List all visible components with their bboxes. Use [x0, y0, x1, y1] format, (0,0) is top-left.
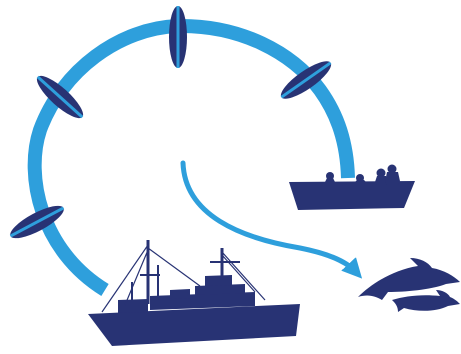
net-cycle-arc: [27, 18, 355, 296]
dolphin-small-icon: [392, 290, 460, 312]
bycatch-arrow: [180, 160, 363, 279]
buoy-upper-right-icon: [280, 61, 332, 99]
buoy-left-icon: [9, 205, 65, 239]
small-boat-icon: [289, 164, 415, 210]
crew-member-4-icon: [385, 164, 400, 185]
dolphin-large-icon: [358, 258, 460, 300]
trawler-icon: [88, 240, 300, 346]
buoy-top-icon: [169, 6, 187, 68]
crew-member-1-icon: [325, 172, 335, 184]
dolphins-icon: [358, 258, 460, 312]
buoy-upper-left-icon: [36, 75, 84, 119]
crew-member-2-icon: [355, 174, 366, 184]
crew-member-3-icon: [375, 168, 388, 185]
